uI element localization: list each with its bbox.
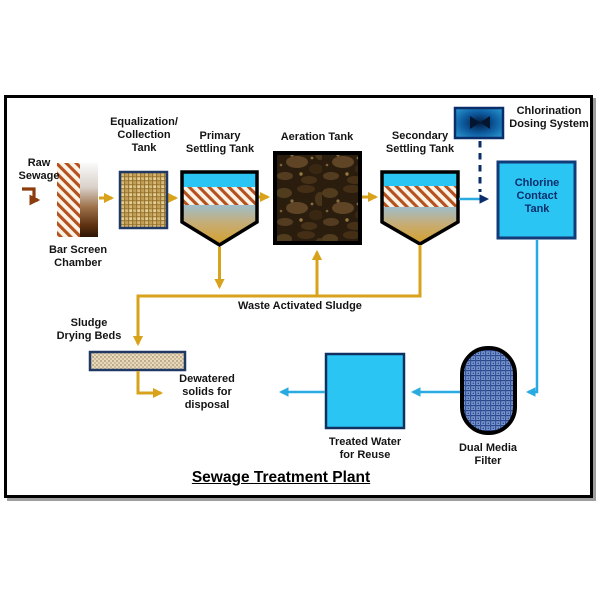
bar-screen-grate	[57, 163, 80, 237]
dual-media-filter-shape	[460, 346, 517, 435]
diagram-title: Sewage Treatment Plant	[191, 469, 371, 486]
bar-screen-chamber-shape	[57, 163, 98, 237]
flow-chlorine-to-filter	[526, 240, 539, 397]
primary-settling-tank-shape	[180, 170, 259, 248]
dual-media-filter-label: Dual Media Filter	[458, 442, 518, 468]
treated-water-label: Treated Water for Reuse	[328, 436, 402, 462]
dewatered-solids-label: Dewatered solids for disposal	[179, 373, 235, 412]
bar-screen-channel	[80, 163, 98, 237]
primary-settling-label: Primary Settling Tank	[185, 130, 255, 156]
aeration-label: Aeration Tank	[280, 131, 354, 143]
chlorine-contact-tank-shape	[496, 160, 577, 240]
secondary-settling-tank-shape	[380, 170, 460, 247]
waste-activated-sludge-label: Waste Activated Sludge	[238, 300, 362, 312]
aeration-tank-shape	[273, 151, 362, 245]
sludge-drying-bed-shape	[88, 350, 187, 372]
equalization-label: Equalization/ Collection Tank	[110, 116, 178, 155]
raw-sewage-inlet-arrow	[22, 187, 41, 206]
raw-sewage-label: Raw Sewage	[18, 157, 60, 183]
dewatered-solids-line	[136, 371, 164, 399]
chlorine-contact-label: Chlorine Contact Tank	[514, 177, 560, 216]
treated-water-tank-shape	[324, 352, 406, 430]
secondary-settling-label: Secondary Settling Tank	[385, 130, 455, 156]
chlorination-dosing-shape	[453, 106, 505, 140]
chlorination-dosing-label: Chlorination Dosing System	[509, 105, 589, 131]
bar-screen-label: Bar Screen Chamber	[48, 244, 108, 270]
waste-sludge-line	[132, 245, 422, 347]
sludge-drying-beds-label: Sludge Drying Beds	[56, 317, 122, 343]
equalization-tank-shape	[118, 170, 169, 230]
